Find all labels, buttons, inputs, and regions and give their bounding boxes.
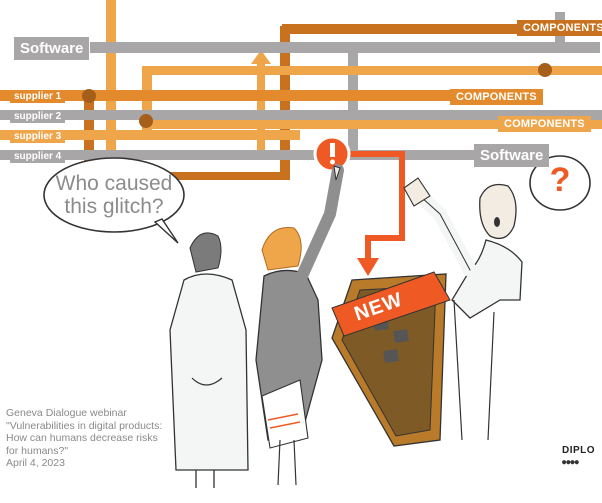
alert-mark-dot — [330, 159, 335, 165]
joint-dot — [82, 89, 96, 103]
pipe-supplier-3 — [0, 130, 300, 140]
caption-line: "Vulnerabilities in digital products: — [6, 419, 163, 432]
arrow-down-icon — [357, 258, 379, 276]
pipe-vertical-orange-left — [106, 0, 116, 170]
pipe-components-top — [282, 24, 562, 34]
pipe-dark-bottom — [84, 172, 290, 180]
alert-mark — [330, 143, 335, 157]
joint-dot — [538, 63, 552, 77]
speech-bubble-right — [529, 155, 591, 211]
joint-dot — [139, 114, 153, 128]
speech-bubble-left — [43, 157, 185, 233]
pipe-vertical-grey — [348, 48, 358, 158]
arrow-up-icon — [251, 50, 271, 64]
components-label-low: COMPONENTS — [498, 116, 591, 132]
software-label-right: Software — [474, 144, 550, 167]
pipe-components-low — [142, 120, 602, 129]
diplo-logo: DIPLO — [562, 445, 596, 456]
pipe-vertical-arrow — [257, 62, 265, 152]
question-mark-icon: ? — [549, 161, 571, 199]
webinar-caption: Geneva Dialogue webinar "Vulnerabilities… — [6, 407, 216, 470]
pipe-supplier-2 — [0, 110, 602, 120]
bubble-line-1: Who caused — [55, 172, 173, 195]
caption-line: Geneva Dialogue webinar — [6, 407, 127, 419]
components-label-mid: COMPONENTS — [450, 89, 543, 105]
bubble-line-2: this glitch? — [64, 195, 164, 218]
pipe-supplier-1 — [0, 90, 540, 101]
caption-line: for humans?" — [6, 444, 69, 457]
supplier-4-label: supplier 4 — [10, 150, 66, 163]
pipe-orange-70 — [142, 66, 602, 75]
pipe-supplier-4 — [0, 150, 480, 160]
caption-line: How can humans decrease risks — [6, 432, 158, 444]
software-label-left: Software — [14, 37, 90, 60]
supplier-1-label: supplier 1 — [10, 90, 66, 103]
components-label-top: COMPONENTS — [517, 20, 602, 36]
pipe-vertical-orange-mid — [142, 68, 152, 138]
caption-date: April 4, 2023 — [6, 457, 65, 469]
person-lab-coat — [169, 232, 249, 488]
supplier-2-label: supplier 2 — [10, 110, 66, 123]
diplo-logo-mark: ●●●● — [562, 458, 579, 466]
supplier-3-label: supplier 3 — [10, 130, 66, 143]
person-surprised — [403, 177, 523, 441]
new-device — [331, 271, 451, 447]
pipe-software-top — [90, 42, 600, 53]
speech-bubble-left-text: Who caused this glitch? — [50, 172, 178, 218]
person-pointing — [255, 164, 344, 486]
speech-bubble-tail — [153, 218, 179, 244]
alert-pipe — [340, 151, 405, 262]
